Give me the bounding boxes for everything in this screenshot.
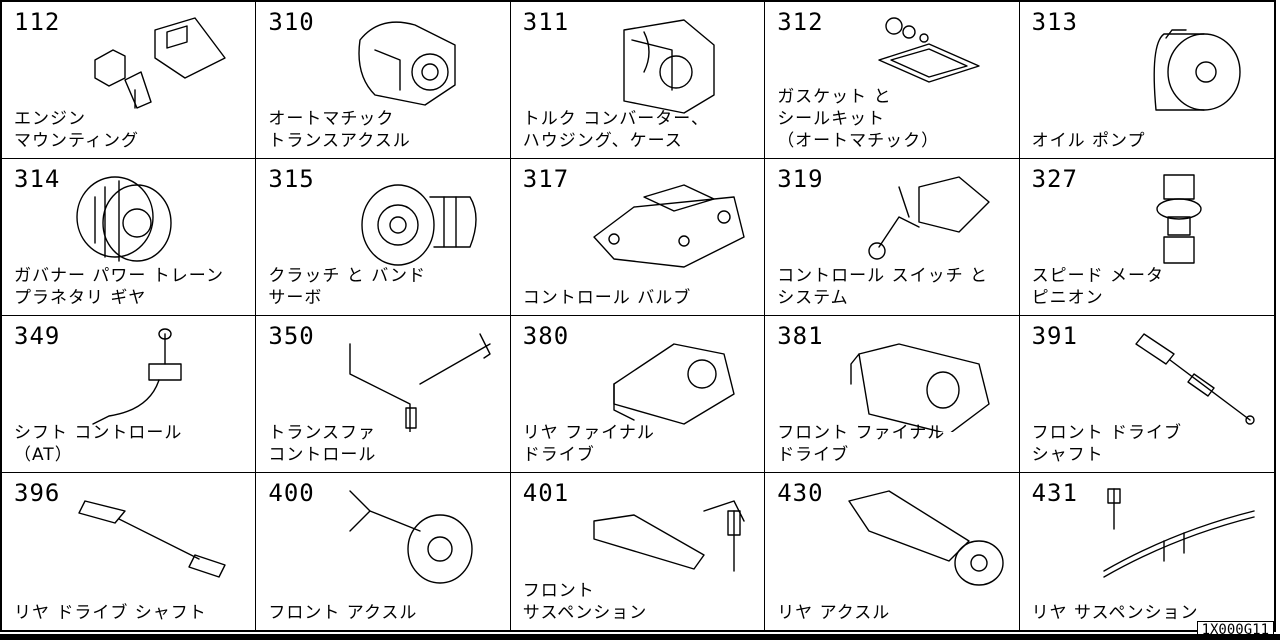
category-code: 391: [1031, 322, 1078, 350]
category-label: オイル ポンプ: [1031, 131, 1146, 151]
category-cell-312[interactable]: 312 ガスケット と シールキット （オートマチック）: [765, 2, 1020, 159]
category-label: トルク コンバーター、 ハウジング、ケース: [522, 109, 710, 151]
category-code: 349: [14, 322, 61, 350]
category-label: リヤ サスペンション: [1031, 603, 1199, 623]
category-cell-401[interactable]: 401 フロント サスペンション: [510, 473, 766, 630]
category-label: オートマチック トランスアクスル: [268, 109, 411, 151]
category-label: フロント サスペンション: [522, 581, 648, 623]
category-code: 431: [1031, 479, 1078, 507]
front-drive-shaft-icon: [1094, 324, 1264, 432]
category-label: フロント ファイナル ドライブ: [777, 423, 946, 465]
category-label: クラッチ と バンド サーボ: [268, 266, 427, 308]
rear-suspension-icon: [1094, 481, 1264, 589]
category-code: 430: [777, 479, 824, 507]
category-label: コントロール バルブ: [522, 288, 692, 308]
category-label: リヤ アクスル: [777, 603, 891, 623]
category-code: 401: [522, 479, 570, 507]
category-label: トランスファ コントロール: [268, 423, 377, 465]
category-label: リヤ ドライブ シャフト: [14, 603, 207, 623]
category-code: 319: [777, 165, 824, 193]
category-cell-313[interactable]: 313 オイル ポンプ: [1019, 2, 1274, 159]
category-cell-380[interactable]: 380 リヤ ファイナル ドライブ: [510, 316, 766, 473]
category-cell-430[interactable]: 430 リヤ アクスル: [765, 473, 1020, 630]
category-code: 380: [522, 322, 570, 350]
category-cell-400[interactable]: 400 フロント アクスル: [256, 473, 511, 630]
front-suspension-icon: [584, 481, 754, 589]
control-valve-icon: [584, 167, 754, 275]
shift-control-icon: [75, 324, 245, 432]
category-cell-349[interactable]: 349 シフト コントロール （AT）: [2, 316, 257, 473]
category-label: リヤ ファイナル ドライブ: [522, 423, 655, 465]
category-label: エンジン マウンティング: [14, 109, 139, 151]
oil-pump-icon: [1094, 10, 1264, 118]
category-cell-112[interactable]: 112 エンジン マウンティング: [2, 2, 257, 159]
rear-final-drive-icon: [584, 324, 754, 432]
category-cell-327[interactable]: 327 スピード メータ ピニオン: [1019, 159, 1274, 316]
category-code: 400: [268, 479, 315, 507]
bottom-border-bar: [0, 634, 1280, 640]
rear-axle-icon: [839, 481, 1009, 589]
category-code: 315: [268, 165, 315, 193]
rear-drive-shaft-icon: [75, 481, 245, 589]
category-cell-381[interactable]: 381 フロント ファイナル ドライブ: [765, 316, 1020, 473]
control-switch-icon: [839, 167, 1009, 275]
category-code: 310: [268, 8, 315, 36]
automatic-transaxle-icon: [330, 10, 500, 118]
speedometer-pinion-icon: [1094, 167, 1264, 275]
category-cell-315[interactable]: 315 クラッチ と バンド サーボ: [256, 159, 511, 316]
category-cell-319[interactable]: 319 コントロール スイッチ と システム: [765, 159, 1020, 316]
engine-mounting-icon: [75, 10, 245, 118]
transfer-control-icon: [330, 324, 500, 435]
category-cell-391[interactable]: 391 フロント ドライブ シャフト: [1019, 316, 1274, 473]
category-label: シフト コントロール （AT）: [14, 423, 183, 465]
category-code: 314: [14, 165, 61, 193]
category-cell-431[interactable]: 431 リヤ サスペンション: [1019, 473, 1274, 630]
category-cell-350[interactable]: 350 トランスファ コントロール: [256, 316, 511, 473]
front-axle-icon: [330, 481, 500, 589]
category-cell-396[interactable]: 396 リヤ ドライブ シャフト: [2, 473, 257, 630]
category-code: 311: [522, 8, 570, 36]
category-code: 381: [777, 322, 824, 350]
category-label: フロント ドライブ シャフト: [1031, 423, 1182, 465]
category-code: 112: [14, 8, 61, 36]
clutch-band-servo-icon: [330, 167, 500, 275]
category-label: ガバナー パワー トレーン プラネタリ ギヤ: [14, 266, 224, 308]
category-code: 312: [777, 8, 824, 36]
category-cell-314[interactable]: 314 ガバナー パワー トレーン プラネタリ ギヤ: [2, 159, 257, 316]
torque-converter-icon: [584, 10, 754, 118]
category-cell-310[interactable]: 310 オートマチック トランスアクスル: [256, 2, 511, 159]
category-cell-311[interactable]: 311 トルク コンバーター、 ハウジング、ケース: [510, 2, 766, 159]
category-code: 350: [268, 322, 315, 350]
category-cell-317[interactable]: 317 コントロール バルブ: [510, 159, 766, 316]
gasket-seal-kit-icon: [839, 10, 1009, 118]
category-code: 317: [522, 165, 570, 193]
category-label: スピード メータ ピニオン: [1031, 266, 1164, 308]
category-label: コントロール スイッチ と システム: [777, 266, 988, 308]
category-code: 396: [14, 479, 61, 507]
category-code: 313: [1031, 8, 1078, 36]
category-label: ガスケット と シールキット （オートマチック）: [777, 87, 940, 151]
category-code: 327: [1031, 165, 1078, 193]
category-label: フロント アクスル: [268, 603, 418, 623]
planetary-gear-icon: [75, 167, 245, 275]
front-final-drive-icon: [839, 324, 1009, 435]
